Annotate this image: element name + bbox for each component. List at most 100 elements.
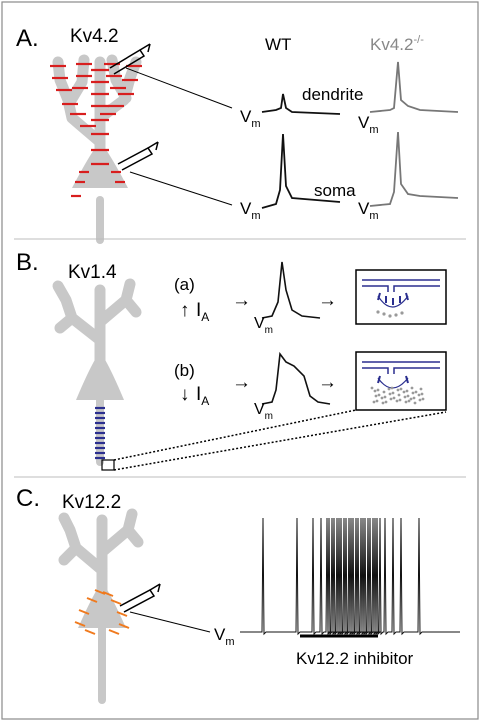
vesicle	[418, 398, 422, 402]
panel-b-arrow-a2: →	[318, 290, 337, 311]
vesicle	[403, 395, 407, 399]
panel-b-vm-b: Vm	[254, 401, 273, 422]
vesicle	[399, 387, 403, 391]
panel-b-arrow-up: ↑	[180, 300, 190, 321]
vm-subscript: m	[265, 411, 273, 422]
vesicle	[384, 400, 388, 404]
panel-b-zoom-line-top	[113, 409, 357, 461]
vesicle	[417, 393, 421, 397]
kv12-2-channel-mark	[110, 599, 122, 605]
panel-a-vm-ko-soma: Vm	[358, 199, 379, 222]
panel-b-trace-a	[261, 261, 321, 319]
panel-c: C. Kv12.2 Vm Kv12.2 inhibitor	[16, 485, 460, 704]
panel-a-ko-dendrite-trace	[369, 61, 459, 113]
vesicle	[396, 388, 400, 392]
vm-subscript: m	[369, 210, 378, 222]
vesicle	[372, 400, 376, 404]
panel-b-zoom-line-bottom	[113, 411, 447, 471]
vm-subscript: m	[251, 210, 260, 222]
panel-c-firing-trace	[240, 517, 460, 636]
vesicle	[370, 386, 374, 390]
vesicle	[389, 397, 393, 401]
synapse-a-terminal	[377, 295, 409, 308]
kv4-2-channels	[50, 62, 142, 198]
panel-b-case-b: (b)	[174, 361, 195, 380]
vm-symbol: V	[214, 625, 226, 644]
panel-a-ko-header-name: Kv4.2	[370, 35, 413, 54]
vesicle	[382, 390, 386, 394]
vm-subscript: m	[251, 118, 260, 130]
panel-a-ko-header-sup: -/-	[413, 34, 424, 46]
vesicle	[391, 391, 395, 395]
panel-a-vm-ko-dendrite: Vm	[358, 113, 379, 136]
panel-a-ko-header: Kv4.2-/-	[370, 34, 424, 54]
panel-c-inhibitor-label: Kv12.2 inhibitor	[296, 649, 414, 668]
vesicle	[410, 386, 414, 390]
vesicle	[392, 396, 396, 400]
panel-a-neuron	[50, 54, 142, 244]
panel-a-letter: A.	[16, 25, 39, 52]
kv12-2-channel-mark	[108, 629, 120, 635]
current-symbol: I	[196, 384, 201, 405]
panel-b-arrow-b2: →	[318, 372, 337, 393]
panel-b-arrow-down: ↓	[180, 384, 190, 405]
synapse-a-vesicles	[376, 310, 404, 318]
panel-b-zoom-box	[101, 459, 115, 471]
panel-a-dendrite-label: dendrite	[302, 85, 363, 104]
panel-a: A. Kv4.2 WT Kv4.2-/-	[16, 25, 459, 244]
panel-b-arrow-b1: →	[232, 372, 251, 393]
kv12-2-channel-mark	[116, 611, 128, 617]
current-symbol: I	[196, 300, 201, 321]
kv12-2-channel-mark	[78, 609, 90, 615]
kv12-2-channel-mark	[94, 589, 106, 595]
panel-b-synapse-a	[355, 269, 447, 325]
panel-c-callout-line	[129, 611, 211, 633]
vesicle	[374, 394, 378, 398]
kv12-2-channel-mark	[86, 597, 98, 603]
panel-a-soma-label: soma	[314, 181, 356, 200]
vesicle	[404, 400, 408, 404]
vesicle	[380, 396, 384, 400]
kv12-2-channel-mark	[74, 621, 86, 627]
vesicle	[421, 397, 425, 401]
kv1-4-channels	[95, 406, 105, 460]
panel-a-channel-name: Kv4.2	[70, 26, 119, 47]
synapse-b-channels	[377, 375, 409, 384]
panel-a-wt-soma-trace	[261, 133, 341, 209]
vesicle	[383, 395, 387, 399]
vesicle	[397, 393, 401, 397]
panel-c-vm: Vm	[214, 625, 235, 648]
synapse-b-membrane-inner	[362, 367, 440, 374]
vesicle	[381, 401, 385, 405]
vm-subscript: m	[369, 124, 378, 136]
synapse-b-frame	[355, 351, 447, 411]
vm-symbol: V	[254, 401, 265, 418]
panel-c-soma-electrode	[119, 583, 161, 613]
panel-b-letter: B.	[16, 249, 39, 276]
panel-c-letter: C.	[16, 485, 40, 512]
panel-b-synapse-b	[355, 351, 447, 411]
panel-b-neuron	[52, 278, 142, 471]
vesicle	[377, 393, 381, 397]
vm-symbol: V	[240, 199, 252, 218]
panel-b-ia-up: IA	[196, 300, 209, 324]
panel-c-soma	[78, 582, 126, 628]
vesicle	[414, 390, 418, 394]
panel-a-wt-header: WT	[265, 35, 291, 54]
panel-a-wt-dendrite-trace	[261, 93, 341, 115]
panel-a-ko-soma-trace	[369, 131, 459, 207]
vesicle	[375, 399, 379, 403]
vesicle	[398, 398, 402, 402]
current-subscript: A	[201, 310, 209, 324]
panel-b: B. Kv1.4 (a) ↑ IA → Vm →	[16, 249, 447, 471]
vesicle	[413, 401, 417, 405]
vm-subscript: m	[225, 636, 234, 648]
kv12-2-channel-mark	[118, 623, 130, 629]
kv12-2-channel-mark	[102, 591, 114, 597]
vesicle	[390, 386, 394, 390]
vm-symbol: V	[254, 315, 265, 332]
vesicle	[407, 399, 411, 403]
vm-symbol: V	[358, 113, 370, 132]
